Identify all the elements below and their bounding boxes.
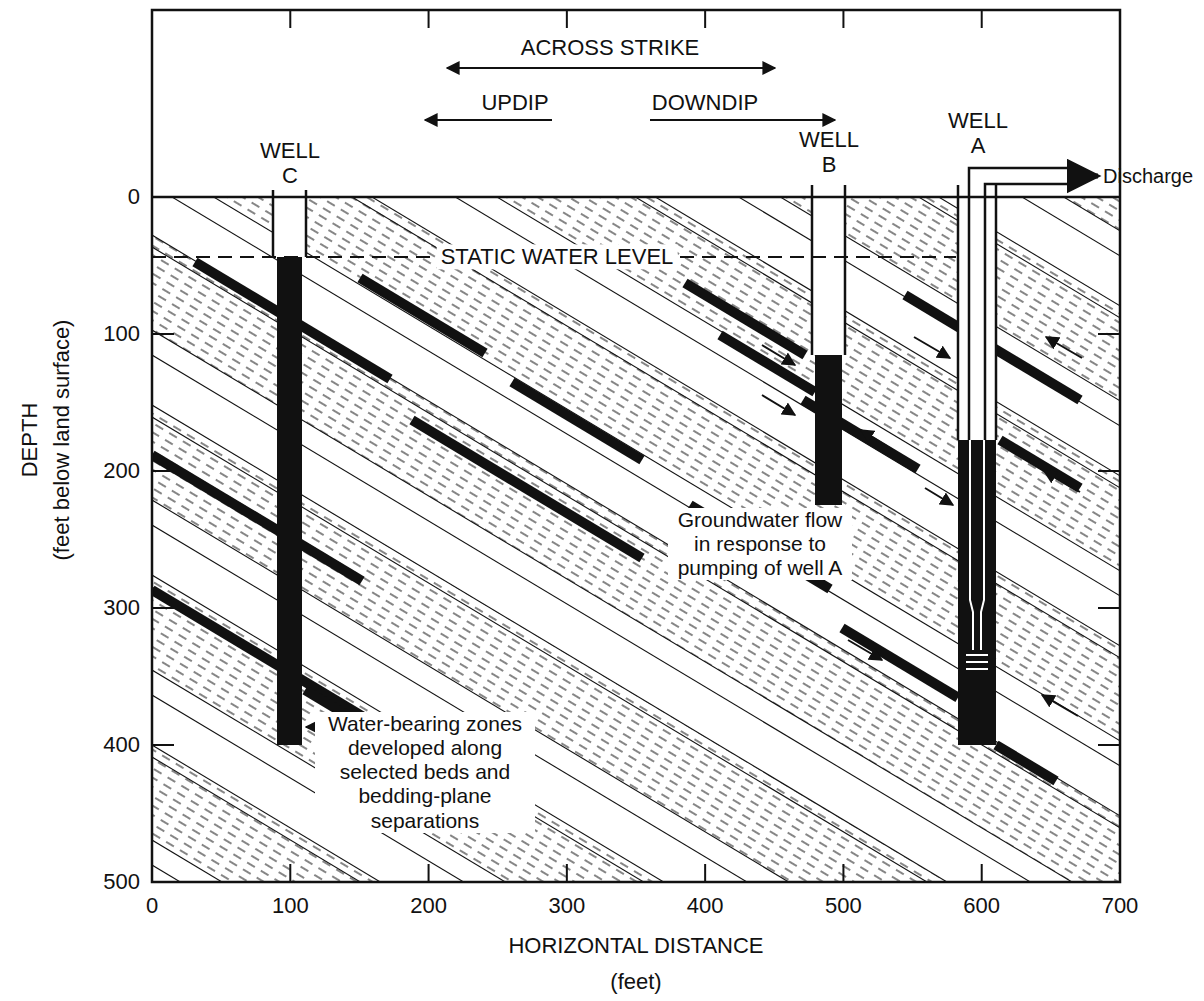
pump-bowls [966,655,988,669]
water-bearing-zone [996,745,1056,781]
well-water-column [958,440,996,745]
flow-arrow [762,345,795,365]
bedding-plane [152,865,1120,882]
water-bearing-zone [842,628,958,698]
well-casing [273,190,306,257]
wells [273,168,1098,745]
axis-title: DEPTH [17,403,42,478]
flow-arrow [914,337,950,358]
discharge-pipe [969,168,1076,600]
tick-mark [1098,744,1120,746]
axis-title: (feet below land surface) [49,320,74,561]
direction-label: UPDIP [481,90,548,115]
water-bearing-zone [152,590,387,731]
tick-mark [152,470,174,472]
tick-mark [566,864,568,882]
well-wall [995,185,998,440]
well-wall [305,190,308,257]
flow-note: Groundwater flow in response to pumping … [668,508,852,580]
tick-label: 200 [410,893,447,918]
discharge-label: Discharge [1103,165,1193,188]
tick-label: 400 [687,893,724,918]
tick-mark [289,10,291,28]
tick-mark [152,744,174,746]
well-wall [272,190,275,257]
tick-label: 200 [103,458,140,483]
water-bearing-zone [1000,440,1080,488]
bedding-plane [152,197,1120,766]
flow-arrow [1044,471,1080,492]
direction-label: DOWNDIP [652,90,758,115]
tick-label: 500 [825,893,862,918]
tick-label: 700 [1102,893,1139,918]
tick-mark [1098,470,1120,472]
tick-mark [981,10,983,28]
tick-label: 600 [963,893,1000,918]
tick-label: 400 [103,732,140,757]
flow-arrow [1042,695,1078,716]
water-bearing-zone [360,278,485,353]
land-surface [152,196,1120,199]
downdip-arrow [650,119,835,121]
well-wall [844,185,847,355]
bedding-plane [152,745,1120,882]
well-label: WELL C [257,138,323,189]
flow-arrow [925,488,953,505]
tick-mark [1098,333,1120,335]
tick-mark [842,10,844,28]
axis-ticks [152,10,1120,882]
tick-mark [566,10,568,28]
well-water-column [815,355,842,505]
tick-mark [428,864,430,882]
tick-label: 100 [272,893,309,918]
flow-arrow [848,640,882,660]
well-casing [812,185,845,355]
flow-arrow [861,430,893,450]
frame-border [152,10,1120,882]
tick-mark [428,10,430,28]
tick-label: 300 [103,595,140,620]
tick-label: 0 [146,893,158,918]
tick-mark [704,864,706,882]
tick-mark [152,607,174,609]
water-bearing-zone [512,382,642,460]
flow-arrow [762,395,795,415]
tick-mark [981,864,983,882]
bedding-plane [152,840,1120,882]
rock-beds [152,197,1120,882]
water-bearing-zone [152,455,362,581]
strike-arrow [447,67,775,69]
tick-label: 100 [103,321,140,346]
flow-arrow [1046,337,1082,358]
plot-frame [152,10,1120,882]
axis-title: HORIZONTAL DISTANCE [508,933,763,958]
well-casing [958,185,996,440]
water-bearing-zone [720,335,815,392]
well-wall [811,185,814,355]
tick-mark [842,864,844,882]
tick-mark [704,10,706,28]
well-wall [957,185,960,440]
axis-title: (feet) [610,969,661,994]
bedding-plane [152,757,1120,882]
tick-mark [152,333,174,335]
tick-mark [1098,607,1120,609]
hatched-bed [152,745,1120,882]
well-water-column [277,257,302,745]
well-label: WELL B [796,127,862,178]
axis-note: ACROSS STRIKE [521,35,699,60]
water-level-label: STATIC WATER LEVEL [437,244,678,269]
discharge-arrow [1078,174,1098,179]
well-label: WELL A [945,108,1011,159]
tick-label: 300 [548,893,585,918]
updip-arrow [425,119,552,121]
tick-mark [289,864,291,882]
tick-label: 0 [128,184,140,209]
callout-note: Water-bearing zones developed along sele… [315,712,535,833]
pump-pipe [970,440,984,650]
tick-label: 500 [103,869,140,894]
